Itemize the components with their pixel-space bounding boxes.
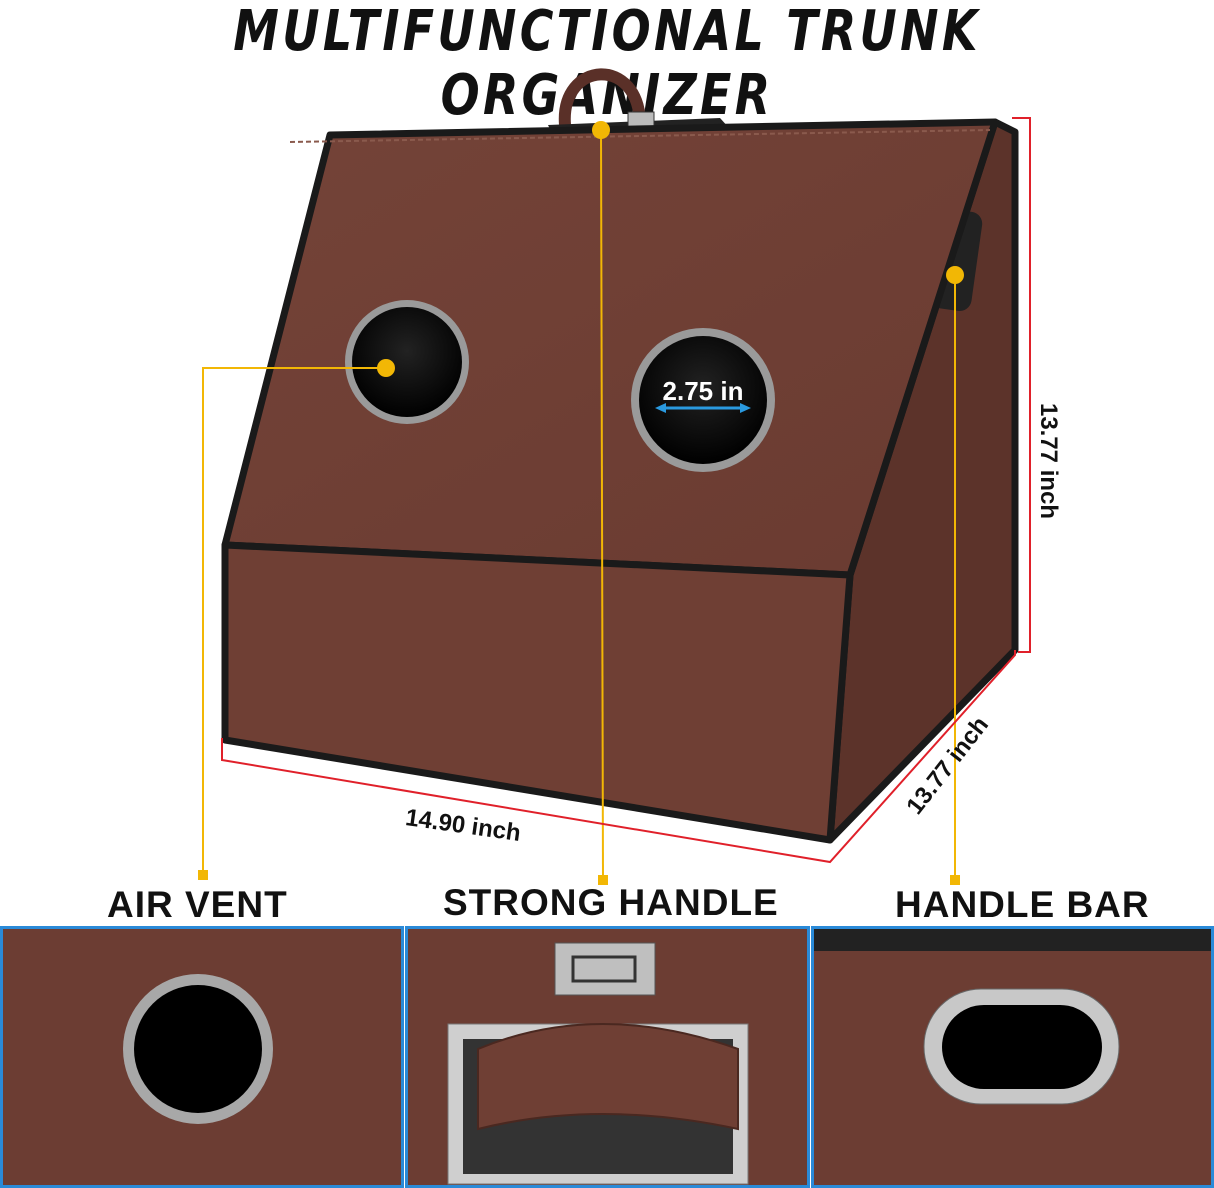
callout-dots: [198, 121, 964, 885]
feature-label-handle-bar: HANDLE BAR: [895, 884, 1150, 925]
handle-icon: [447, 942, 749, 1185]
air-vent-icon: [123, 974, 273, 1124]
air-vent-left: [345, 300, 469, 424]
front-lower-panel: [221, 541, 854, 844]
feature-label-strong-handle: STRONG HANDLE: [443, 882, 779, 923]
air-vent-detail-panel: [0, 926, 404, 1188]
trunk-organizer-illustration: 2.75 in: [198, 68, 1031, 885]
handle-bar-detail-panel: [811, 926, 1214, 1188]
air-vent-right: [631, 328, 775, 472]
top-handle: [558, 68, 646, 126]
strong-handle-detail-panel: [405, 926, 810, 1188]
page-title: MULTIFUNCTIONAL TRUNK ORGANIZER: [233, 0, 981, 128]
height-dimension: 13.77 inch: [1035, 402, 1063, 520]
handle-bar-icon: [814, 929, 1211, 1105]
vent-diameter-label: 2.75 in: [663, 376, 744, 406]
callout-lines: [202, 129, 956, 881]
dimension-lines: [221, 117, 1031, 864]
feature-label-air-vent: AIR VENT: [107, 884, 288, 925]
